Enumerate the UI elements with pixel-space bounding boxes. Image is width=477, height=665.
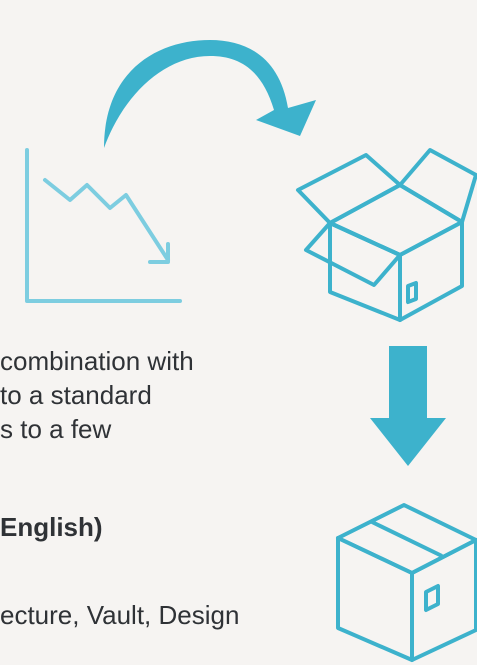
curved-arrow-icon [52,40,316,148]
text-line-3: s to a few [0,414,112,444]
text-line-1: combination with [0,346,194,376]
text-line-4: English) [0,512,103,542]
text-line-2: to a standard [0,380,152,410]
text-line-5: ecture, Vault, Design [0,600,240,630]
open-box-icon [296,148,477,322]
down-arrow-icon [370,346,446,466]
closed-box-icon [336,503,477,662]
declining-chart-icon [25,148,182,303]
